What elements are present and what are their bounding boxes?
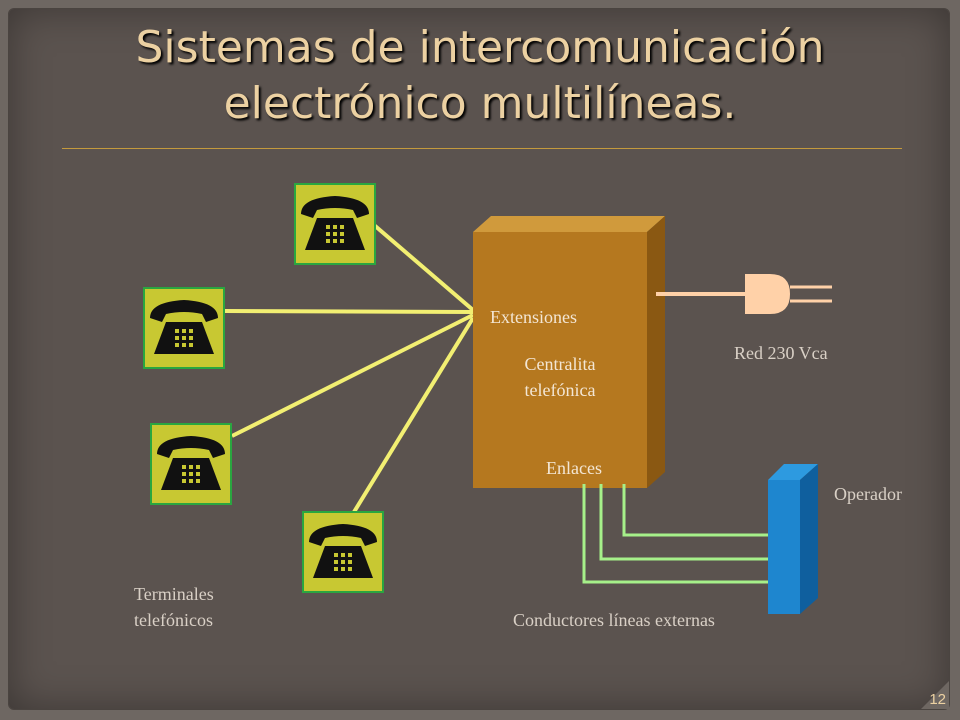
- external-line-2: [599, 484, 777, 561]
- telephone-icon: [302, 511, 384, 593]
- label-terminales-line-2: telefónicos: [134, 610, 213, 630]
- pbx-box: [473, 216, 665, 488]
- extension-line-4: [352, 316, 475, 514]
- telephone-icon: [143, 287, 225, 369]
- label-enlaces: Enlaces: [546, 458, 602, 478]
- telephone-icon: [294, 183, 376, 265]
- label-centralita-line-1: Centralita: [524, 354, 596, 374]
- label-red: Red 230 Vca: [734, 343, 828, 363]
- label-centralita: Centralita telefónica: [473, 351, 647, 403]
- extension-line-2: [223, 309, 474, 314]
- extension-line-3: [231, 313, 474, 438]
- label-conductores: Conductores líneas externas: [513, 610, 715, 630]
- external-line-1: [622, 484, 777, 537]
- external-lines: [582, 484, 777, 584]
- label-terminales-line-1: Terminales: [134, 584, 214, 604]
- slide-title: Sistemas de intercomunicación electrónic…: [40, 20, 920, 132]
- page-number: 12: [929, 691, 946, 708]
- extension-lines: [223, 223, 475, 514]
- title-line-2: electrónico multilíneas.: [223, 78, 737, 129]
- external-line-3: [582, 484, 777, 584]
- label-terminales: Terminales telefónicos: [134, 581, 214, 633]
- title-underline: [62, 148, 902, 149]
- slide-corner: [921, 681, 949, 709]
- operator-box: [768, 464, 818, 614]
- extension-line-1: [372, 223, 475, 312]
- label-operador: Operador: [834, 484, 902, 504]
- title-line-1: Sistemas de intercomunicación: [135, 22, 825, 73]
- label-extensiones: Extensiones: [490, 307, 577, 327]
- power-plug-icon: [745, 274, 832, 314]
- label-centralita-line-2: telefónica: [524, 380, 596, 400]
- telephone-icon: [150, 423, 232, 505]
